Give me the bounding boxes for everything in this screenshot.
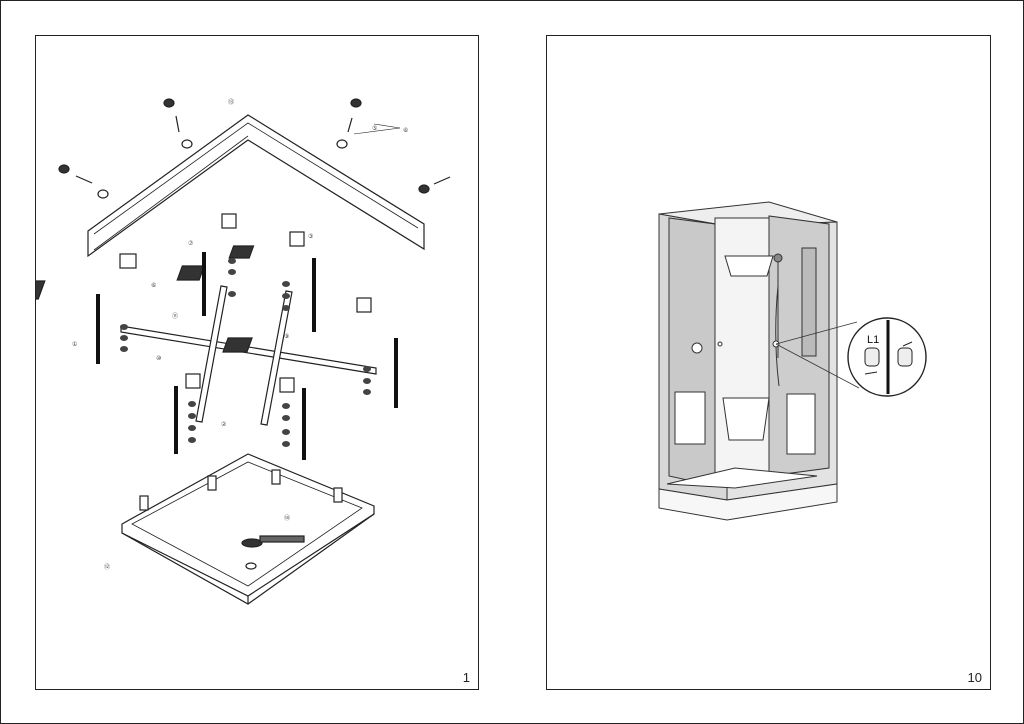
svg-text:①: ① — [72, 341, 77, 348]
svg-text:②: ② — [221, 421, 227, 428]
exploded-assembly-diagram: ⑬ ⑤ ⑥ ⑦ ③ ⑥ ⑪ ⑩ ① ⑨ ② ⑭ ⑫ — [36, 98, 451, 605]
detail-label: L1 — [867, 334, 879, 346]
bracket — [222, 337, 253, 353]
svg-text:⑥: ⑥ — [403, 127, 408, 134]
cap — [163, 98, 175, 108]
bracket — [228, 245, 255, 259]
svg-text:③: ③ — [308, 233, 313, 240]
svg-text:⑨: ⑨ — [284, 333, 289, 340]
cap — [97, 189, 109, 199]
cap — [181, 139, 193, 149]
svg-text:⑥: ⑥ — [151, 282, 156, 289]
cap — [336, 139, 348, 149]
page-left: ⑬ ⑤ ⑥ ⑦ ③ ⑥ ⑪ ⑩ ① ⑨ ② ⑭ ⑫ 1 — [35, 35, 479, 690]
svg-text:⑬: ⑬ — [228, 98, 234, 106]
bracket — [36, 280, 46, 300]
cap — [350, 98, 362, 108]
page-number: 1 — [462, 670, 470, 685]
cap — [58, 164, 70, 174]
top-frame — [87, 114, 425, 258]
svg-text:⑭: ⑭ — [284, 514, 290, 522]
svg-text:⑫: ⑫ — [104, 563, 110, 571]
shower-tray — [121, 453, 375, 597]
svg-text:⑪: ⑪ — [172, 312, 178, 320]
shower-cabin-illustration: L1 — [658, 201, 927, 521]
bracket — [176, 265, 206, 281]
page-right: L1 10 — [546, 35, 991, 690]
page-number: 10 — [967, 670, 982, 685]
svg-text:⑩: ⑩ — [156, 355, 161, 362]
svg-text:⑤: ⑤ — [372, 125, 377, 132]
cap — [418, 184, 430, 194]
svg-text:⑦: ⑦ — [188, 240, 194, 247]
